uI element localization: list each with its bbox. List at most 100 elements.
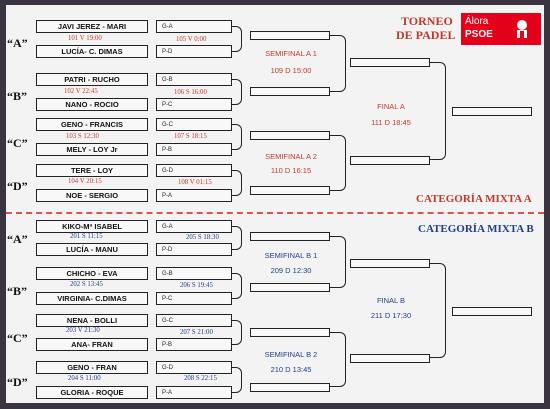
bracket-sheet: TORNEO DE PADEL Álora PSOE CATEGORÍA MIX… xyxy=(6,5,544,403)
slot-box: P-A xyxy=(156,386,232,399)
group-b-letter: “B” xyxy=(7,284,28,298)
team-box: NENA - BOLLI xyxy=(36,314,148,327)
team-name: GENO - FRAN xyxy=(67,363,117,372)
bracket-line xyxy=(330,236,346,288)
team-box: VIRGINIA- C.DIMAS xyxy=(36,292,148,305)
slot-box: G-C xyxy=(156,314,232,327)
slot-box: P-D xyxy=(156,45,232,58)
slot-label: P-B xyxy=(162,342,173,348)
team-box: NOE - SERGIO xyxy=(36,189,148,202)
team-box: CHICHO - EVA xyxy=(36,267,148,280)
slot-match-schedule: 108 V 01:15 xyxy=(178,179,212,186)
psoe-logo: Álora PSOE xyxy=(461,13,541,45)
team-name: LUCÍA- C. DIMAS xyxy=(61,47,123,56)
group-c-letter: “C” xyxy=(7,136,28,150)
bracket-line xyxy=(232,320,242,345)
final-a-time: 111 D 18:45 xyxy=(371,118,411,127)
slot-label: G-B xyxy=(162,271,173,277)
slot-label: G-B xyxy=(162,77,173,83)
slot-match-schedule: 205 S 18:30 xyxy=(186,234,219,241)
team-name: GLORIA - ROQUE xyxy=(60,388,124,397)
team-box: TERE - LOY xyxy=(36,164,148,177)
slot-box: G-D xyxy=(156,361,232,374)
slot-label: G-A xyxy=(162,24,173,30)
team-name: VIRGINIA- C.DIMAS xyxy=(57,294,127,303)
slot-box: G-C xyxy=(156,118,232,131)
slot-label: G-C xyxy=(162,318,173,324)
semifinal-b2-time: 210 D 13:45 xyxy=(270,365,312,374)
team-box: MELY - LOY Jr xyxy=(36,143,148,156)
semifinal-box xyxy=(250,87,330,96)
logo-text-bottom: PSOE xyxy=(465,29,493,40)
slot-box: P-A xyxy=(156,189,232,202)
team-name: NANO - ROCIO xyxy=(65,100,119,109)
bracket-line xyxy=(232,170,242,196)
match-schedule: 204 S 11:00 xyxy=(68,375,101,382)
bracket-line xyxy=(232,273,242,299)
slot-box: P-D xyxy=(156,243,232,256)
match-schedule: 104 V 20:15 xyxy=(68,178,102,185)
semifinal-box xyxy=(250,283,330,292)
final-b-title: FINAL B xyxy=(376,296,406,305)
semifinal-a2-time: 110 D 16:15 xyxy=(270,166,312,175)
team-box: LUCÍA- C. DIMAS xyxy=(36,45,148,58)
team-box: PATRI - RUCHO xyxy=(36,73,148,86)
final-box xyxy=(350,259,430,268)
team-name: NOE - SERGIO xyxy=(65,191,119,200)
slot-match-schedule: 106 S 16:00 xyxy=(174,89,207,96)
slot-box: P-C xyxy=(156,98,232,111)
semifinal-box xyxy=(250,31,330,40)
match-schedule: 203 V 21:30 xyxy=(66,327,100,334)
group-d-letter: “D” xyxy=(7,179,28,193)
slot-label: P-B xyxy=(162,147,173,153)
bracket-line xyxy=(330,35,346,92)
match-schedule: 102 V 22:45 xyxy=(64,88,98,95)
slot-box: P-C xyxy=(156,292,232,305)
slot-label: G-D xyxy=(162,168,173,174)
team-box: GENO - FRAN xyxy=(36,361,148,374)
bracket-line xyxy=(330,135,346,191)
slot-box: G-B xyxy=(156,73,232,86)
category-a-label: CATEGORÍA MIXTA A xyxy=(416,193,532,205)
slot-label: P-D xyxy=(162,247,173,253)
match-schedule: 202 S 13:45 xyxy=(70,281,103,288)
semifinal-a1-time: 109 D 15:00 xyxy=(270,66,312,75)
team-name: PATRI - RUCHO xyxy=(64,75,120,84)
bracket-line xyxy=(232,79,242,105)
tournament-title-line1: TORNEO xyxy=(401,14,453,28)
category-divider xyxy=(6,212,544,214)
slot-match-schedule: 206 S 19:45 xyxy=(180,282,213,289)
final-box xyxy=(350,354,430,363)
team-box: ANA- FRAN xyxy=(36,338,148,351)
group-a-letter: “A” xyxy=(7,232,28,246)
rose-icon xyxy=(511,19,533,39)
team-name: JAVI JEREZ - MARI xyxy=(57,22,127,31)
final-box xyxy=(350,58,430,67)
slot-label: P-A xyxy=(162,390,173,396)
semifinal-b2-title: SEMIFINAL B 2 xyxy=(264,350,318,359)
team-name: KIKO-Mª ISABEL xyxy=(62,222,122,231)
match-schedule: 103 S 12:30 xyxy=(66,133,99,140)
slot-label: P-C xyxy=(162,296,173,302)
semifinal-box xyxy=(250,131,330,140)
semifinal-box xyxy=(250,232,330,241)
team-name: GENO - FRANCIS xyxy=(60,120,124,129)
slot-label: P-D xyxy=(162,49,173,55)
semifinal-a2-title: SEMIFINAL A 2 xyxy=(265,152,317,161)
slot-match-schedule: 107 S 18:15 xyxy=(174,133,207,140)
slot-box: G-D xyxy=(156,164,232,177)
team-box: LUCÍA - MANU xyxy=(36,243,148,256)
bracket-line xyxy=(232,226,242,250)
team-box: GLORIA - ROQUE xyxy=(36,386,148,399)
semifinal-b1-time: 209 D 12:30 xyxy=(270,266,312,275)
slot-label: P-C xyxy=(162,102,173,108)
final-b-time: 211 D 17:30 xyxy=(370,311,412,320)
group-d-letter: “D” xyxy=(7,375,28,389)
final-box xyxy=(350,156,430,165)
semifinal-box xyxy=(250,328,330,337)
final-a-title: FINAL A xyxy=(377,102,405,111)
match-schedule: 201 S 11:15 xyxy=(70,233,103,240)
champion-box xyxy=(452,107,532,116)
team-name: TERE - LOY xyxy=(70,166,114,175)
slot-label: P-A xyxy=(162,193,173,199)
